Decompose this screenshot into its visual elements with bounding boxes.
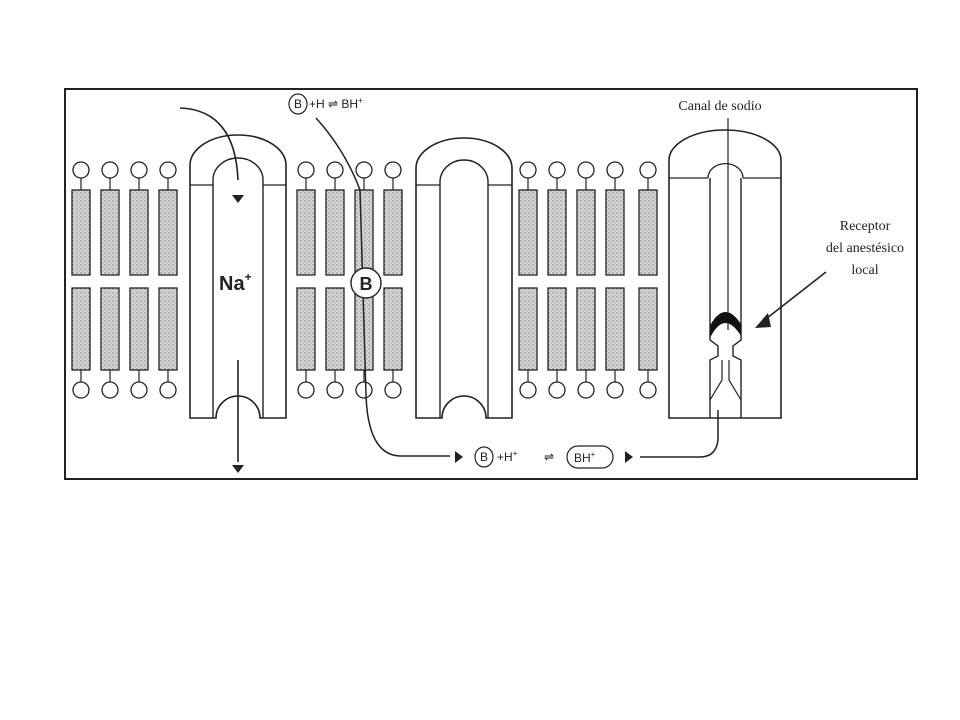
lipid-head <box>130 161 148 179</box>
lipid-head <box>72 161 90 179</box>
lipid-tail <box>576 287 596 371</box>
lipid-tail <box>576 189 596 276</box>
lipid-head <box>384 161 402 179</box>
lipid-tail <box>518 287 538 371</box>
lipid-tail <box>325 287 345 371</box>
lipid-head <box>297 381 315 399</box>
lipid-head <box>159 381 177 399</box>
lipid-head <box>159 161 177 179</box>
ion-channel-closed <box>415 137 513 419</box>
lipid-head <box>606 381 624 399</box>
lipid-tail <box>605 287 625 371</box>
arrowhead-icon <box>232 195 244 203</box>
svg-text:+H ⇌ BH+: +H ⇌ BH+ <box>309 96 363 111</box>
arrowhead-icon <box>755 313 771 328</box>
lipid-tail <box>296 287 316 371</box>
lipid-tail <box>158 287 178 371</box>
receptor-label-line2: del anestésico <box>826 241 904 256</box>
lipid-tail <box>325 189 345 276</box>
receptor-site <box>710 312 742 337</box>
receptor-label-line3: local <box>851 263 878 278</box>
lipid-head <box>577 381 595 399</box>
sodium-ion-label: Na+ <box>219 270 252 295</box>
lipid-head <box>355 381 373 399</box>
lipid-tail <box>638 287 658 371</box>
lipid-head <box>639 161 657 179</box>
receptor-label-line1: Receptor <box>840 219 891 234</box>
lipid-tail <box>383 287 403 371</box>
lipid-tail <box>605 189 625 276</box>
lipid-head <box>577 161 595 179</box>
svg-text:B: B <box>480 450 488 464</box>
receptor-pointer-line <box>761 271 827 323</box>
lipid-head <box>606 161 624 179</box>
lipid-bilayer <box>71 161 658 399</box>
lipid-head <box>130 381 148 399</box>
lipid-tail <box>71 189 91 276</box>
base-molecule <box>350 267 382 299</box>
lipid-head <box>639 381 657 399</box>
lipid-head <box>101 381 119 399</box>
lipid-head <box>355 161 373 179</box>
arrowhead-icon <box>232 465 244 473</box>
lipid-head <box>384 381 402 399</box>
lipid-head <box>519 161 537 179</box>
svg-text:+H+: +H+ <box>497 449 518 464</box>
lipid-head <box>548 161 566 179</box>
svg-text:⇌: ⇌ <box>544 450 554 464</box>
bottom-equation: B +H+ ⇌ BH+ <box>455 410 719 469</box>
lipid-head <box>519 381 537 399</box>
lipid-tail <box>158 189 178 276</box>
svg-text:B: B <box>294 97 302 111</box>
lipid-tail <box>354 189 374 276</box>
lipid-tail <box>71 287 91 371</box>
lipid-tail <box>547 189 567 276</box>
lipid-tail <box>296 189 316 276</box>
lipid-head <box>326 161 344 179</box>
lipid-head <box>72 381 90 399</box>
sodium-influx-arrow <box>179 107 239 181</box>
lipid-head <box>326 381 344 399</box>
base-diffusion-path <box>315 117 450 457</box>
lipid-tail <box>129 287 149 371</box>
lipid-tail <box>638 189 658 276</box>
ion-channel-open <box>189 134 287 419</box>
lipid-tail <box>129 189 149 276</box>
lipid-tail <box>518 189 538 276</box>
lipid-head <box>297 161 315 179</box>
lipid-tail <box>100 189 120 276</box>
svg-text:BH+: BH+ <box>574 450 596 465</box>
lipid-tail <box>383 189 403 276</box>
lipid-head <box>101 161 119 179</box>
lipid-head <box>548 381 566 399</box>
lipid-tail <box>547 287 567 371</box>
lipid-tail <box>100 287 120 371</box>
sodium-channel-label: Canal de sodio <box>678 99 761 114</box>
top-equation: B +H ⇌ BH+ <box>288 93 363 115</box>
sodium-channel-with-receptor <box>668 118 782 419</box>
base-molecule-label: B <box>360 274 373 294</box>
